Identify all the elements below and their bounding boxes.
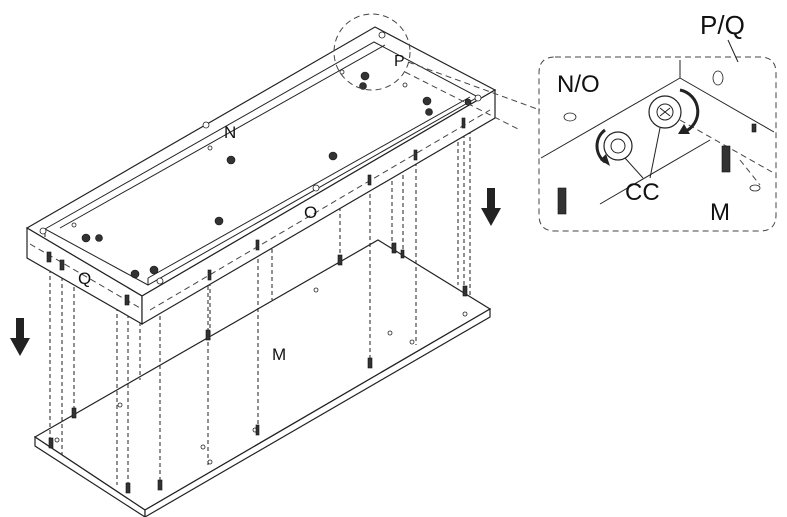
detail-callout-circle [333,13,411,91]
label-panel-o: O [304,203,317,222]
detail-inset [538,39,777,232]
detail-label-m: M [710,199,730,226]
label-panel-p: P [394,53,405,70]
detail-title-pq: P/Q [700,10,745,40]
down-arrow-icon [481,188,501,226]
frame-assembly [25,26,497,494]
bottom-panel-m [33,239,492,517]
label-panel-n: N [224,123,236,142]
label-panel-q: Q [78,269,91,288]
rotate-arrow-icon [679,88,700,134]
label-panel-m: M [272,345,286,364]
detail-label-no: N/O [557,71,600,98]
detail-label-cc: CC [625,179,660,206]
down-arrow-icon [10,318,30,356]
